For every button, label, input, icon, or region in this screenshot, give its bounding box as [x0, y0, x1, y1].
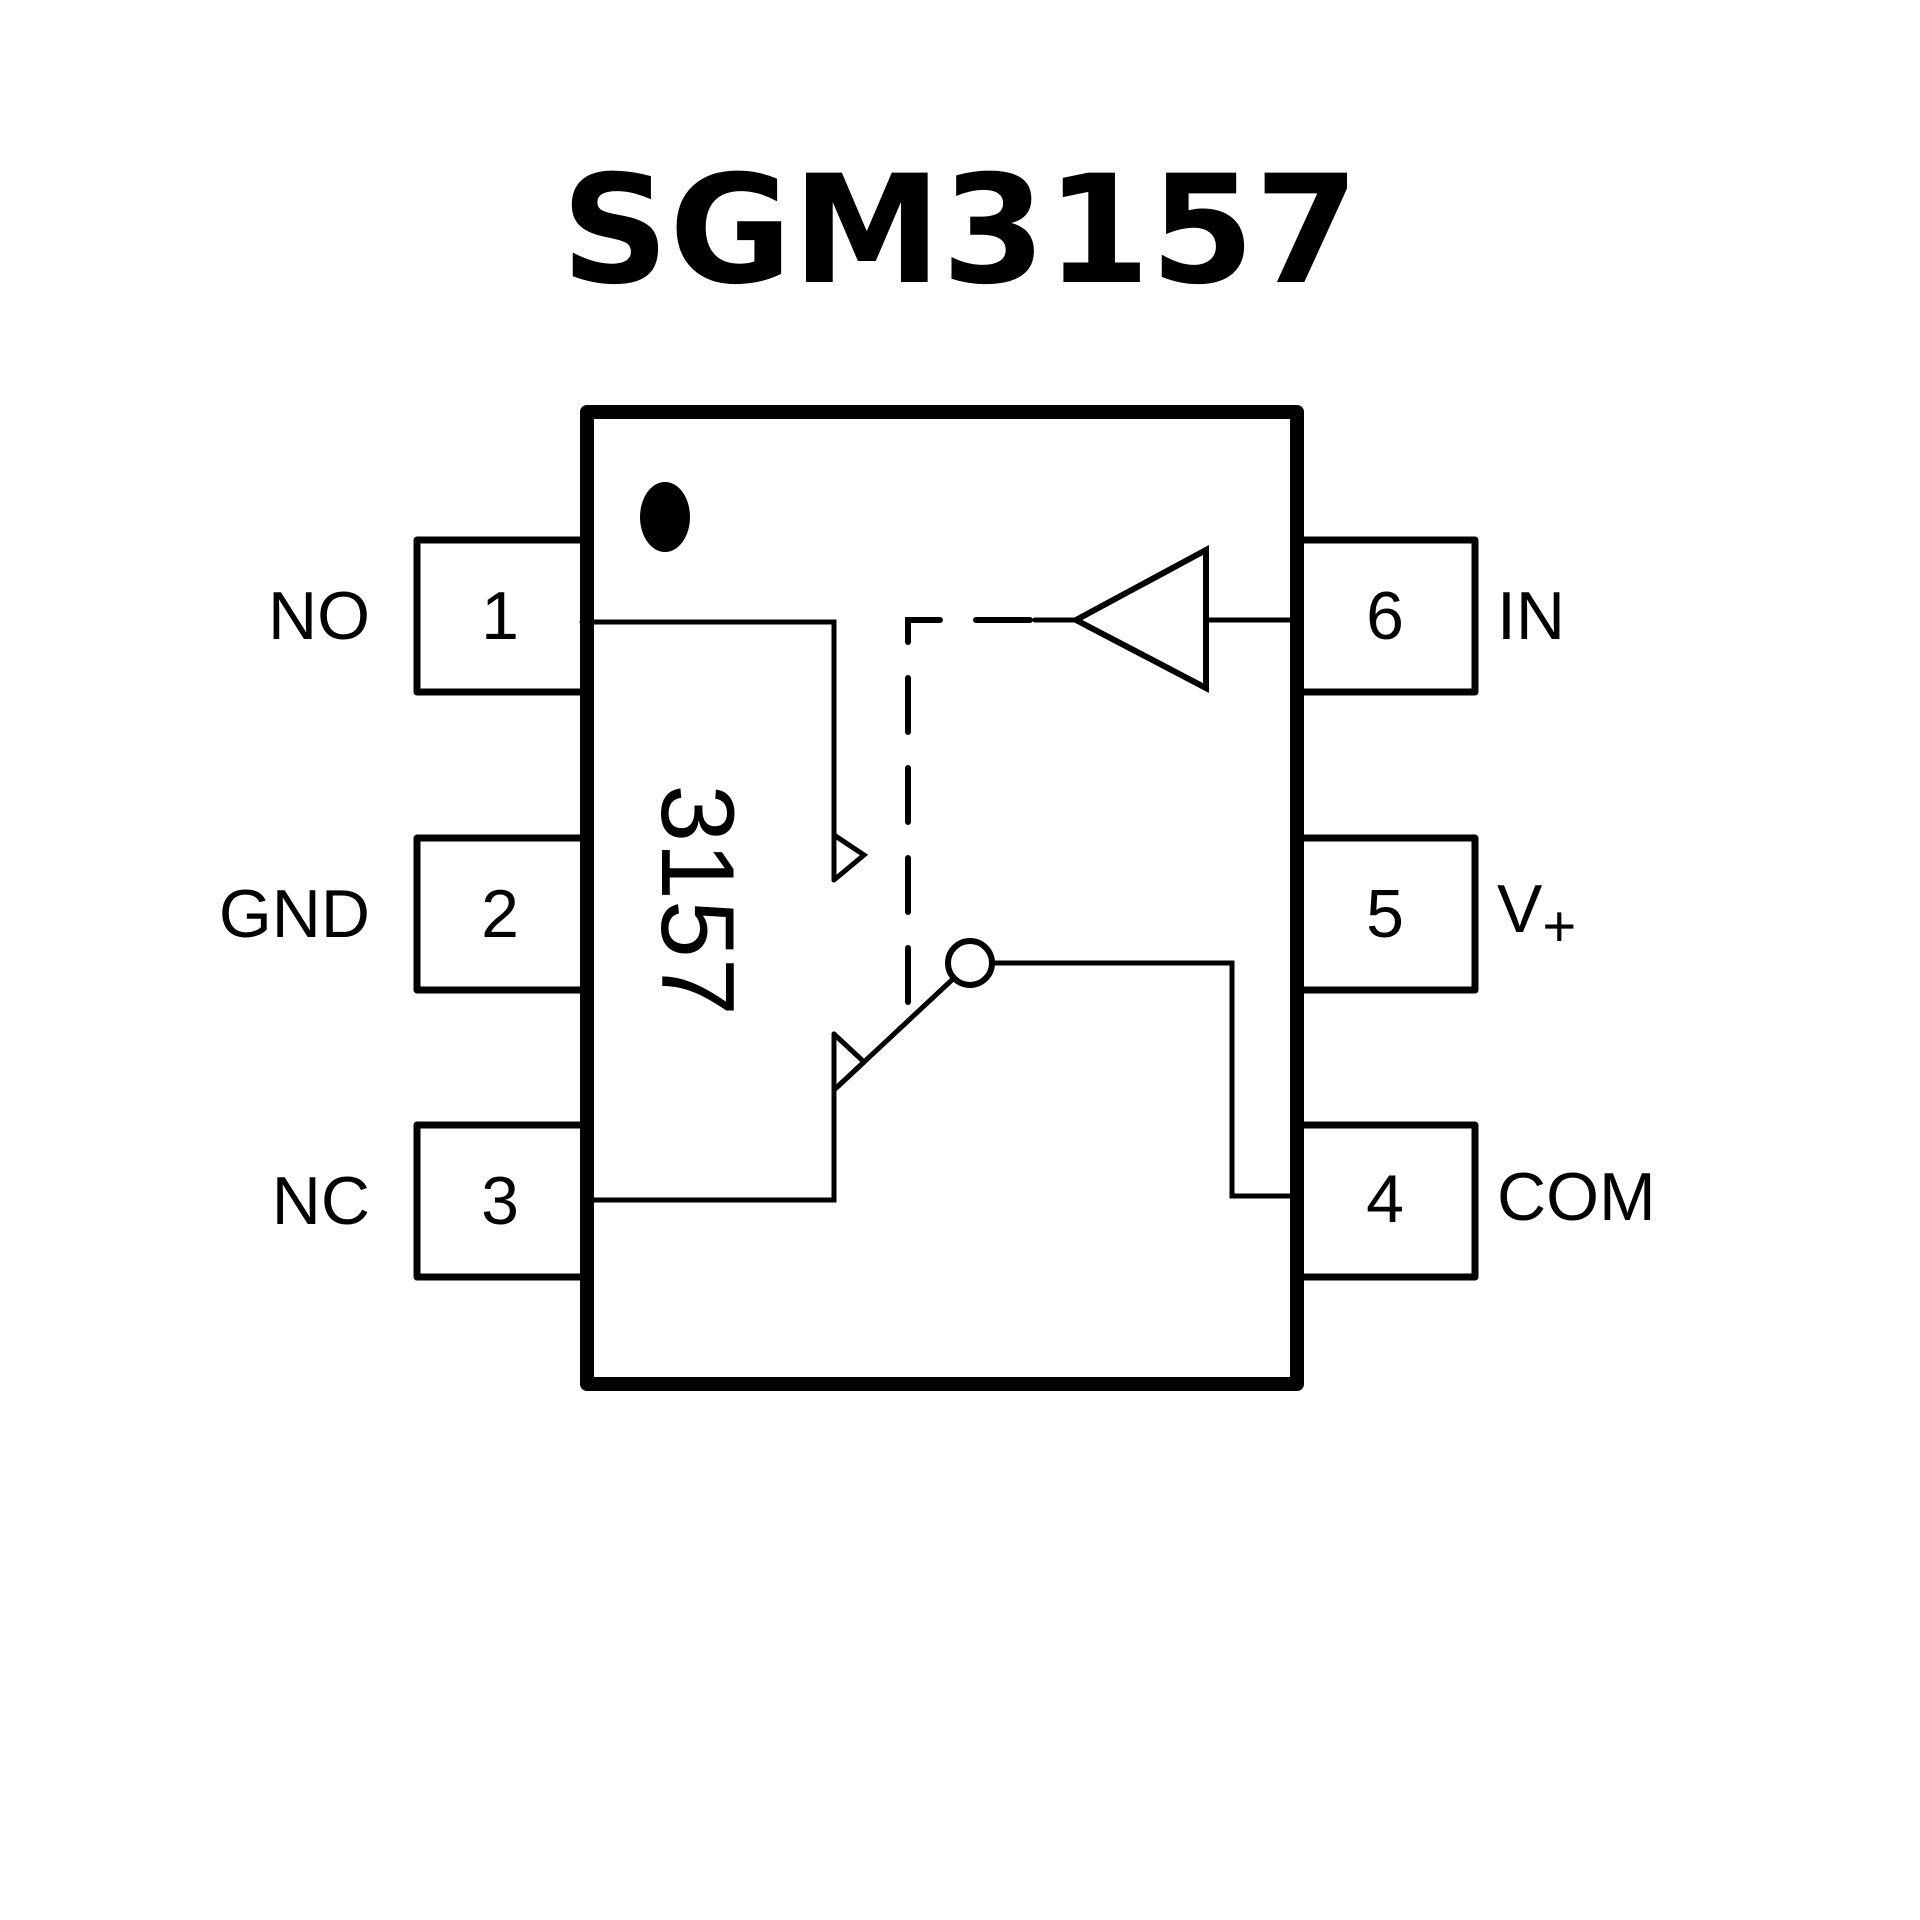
diagram-title: SGM3157 — [561, 144, 1359, 318]
pin-3: 3 NC — [272, 1121, 591, 1281]
pin-5-label-plus: + — [1542, 894, 1576, 959]
switch-pivot-icon — [945, 938, 995, 988]
pin-4-label: COM — [1497, 1159, 1656, 1235]
pin-5-number: 5 — [1366, 876, 1404, 952]
package-marking: 3157 — [639, 784, 755, 1015]
pin-6-label: IN — [1497, 578, 1565, 654]
switch-blade-icon — [831, 975, 957, 1093]
pin-3-label: NC — [272, 1163, 370, 1239]
pin-4: 4 COM — [1296, 1121, 1656, 1281]
no-contact-icon — [831, 832, 869, 883]
pin-5: 5 V+ — [1296, 834, 1576, 994]
pin-1-number: 1 — [481, 578, 519, 654]
pin-5-label: V+ — [1497, 871, 1576, 959]
pin-4-number: 4 — [1366, 1161, 1404, 1237]
pin-2: 2 GND — [219, 834, 591, 994]
no-wire — [579, 619, 837, 883]
pin-2-pad — [413, 834, 591, 994]
pin-6-pad — [1296, 536, 1479, 696]
pin-2-number: 2 — [481, 876, 519, 952]
pin-5-pad — [1296, 834, 1479, 994]
pin-1-label: NO — [268, 578, 370, 654]
pin-1-pad — [413, 536, 591, 696]
pin-6: 6 IN — [1296, 536, 1565, 696]
pin-3-pad — [413, 1121, 591, 1281]
pin-3-number: 3 — [481, 1163, 519, 1239]
com-wire — [989, 960, 1300, 1199]
pin-2-label: GND — [219, 876, 370, 952]
pin-1: 1 NO — [268, 536, 591, 696]
control-link-dashed — [905, 617, 1033, 1037]
pin-6-number: 6 — [1366, 578, 1404, 654]
pin1-marker-dot-icon — [640, 482, 690, 552]
pin-5-label-v: V — [1497, 871, 1543, 947]
